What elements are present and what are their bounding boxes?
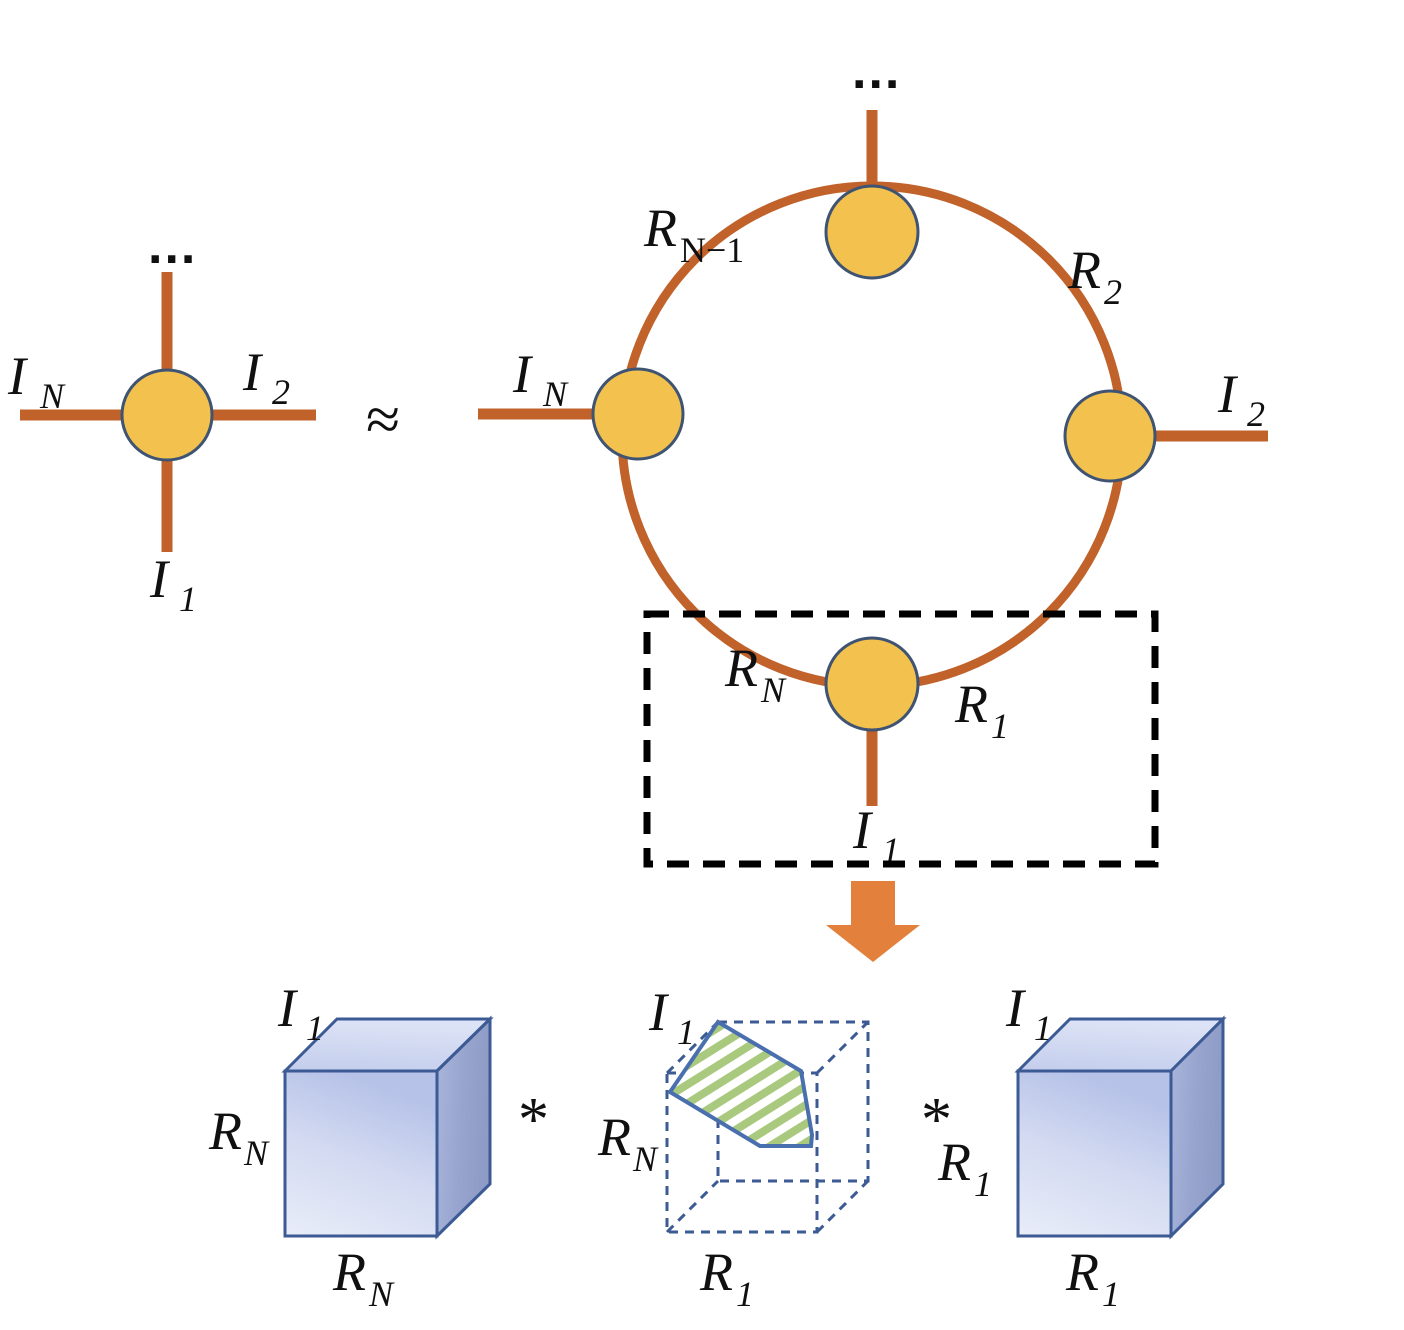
left-tensor-label-I1-base: I xyxy=(149,549,171,609)
cube-left-label-left-sub: N xyxy=(243,1133,270,1173)
ring-node-left xyxy=(591,367,685,461)
cube-left-label-top: I 1 xyxy=(277,978,324,1048)
cube-right-label-left-sub: 1 xyxy=(974,1164,992,1204)
cube-right-label-bottom-sub: 1 xyxy=(1102,1274,1120,1314)
slab-middle-label-bottom-sub: 1 xyxy=(736,1274,754,1314)
product-item-slab-middle: I 1 R N R 1 xyxy=(597,982,870,1314)
cube-right-label-bottom-base: R xyxy=(1065,1242,1099,1302)
ring-edge-label-RN: R N xyxy=(724,638,787,710)
left-tensor-label-I2: I 2 xyxy=(242,342,290,412)
cube-right-label-left-base: R xyxy=(937,1132,971,1192)
slab-middle-edge-tr xyxy=(815,1020,870,1075)
cube-right-front-face xyxy=(1016,1069,1173,1238)
left-tensor-label-I2-sub: 2 xyxy=(272,372,290,412)
ring-label-I1-base: I xyxy=(852,800,874,860)
ring-edge-label-R2: R 2 xyxy=(1067,240,1122,312)
product-item-cube-right: I 1 R 1 R 1 xyxy=(937,978,1227,1314)
ring-edge-label-R1-base: R xyxy=(954,674,988,734)
cube-left-label-bottom-base: R xyxy=(332,1242,366,1302)
slab-middle-label-top: I 1 xyxy=(648,982,695,1052)
ring-node-bottom xyxy=(824,636,920,732)
ring-edge-label-R1-sub: 1 xyxy=(991,706,1009,746)
cube-right-label-left: R 1 xyxy=(937,1132,992,1204)
left-tensor-label-IN-sub: N xyxy=(39,376,66,416)
ring-ellipsis: ... xyxy=(852,42,901,100)
slab-middle-edge-br xyxy=(815,1179,870,1234)
slab-middle-label-left-base: R xyxy=(597,1107,631,1167)
ring-edge-label-RN-sub: N xyxy=(760,670,787,710)
slab-middle-striped-slice xyxy=(667,1019,815,1148)
highlight-dashed-box xyxy=(643,610,1159,868)
ring-label-I1: I 1 xyxy=(852,800,900,870)
ring-label-IN-base: I xyxy=(512,344,534,404)
ring-node-top xyxy=(824,184,920,280)
slab-middle-label-left: R N xyxy=(597,1107,659,1179)
left-tensor-label-I1: I 1 xyxy=(149,549,197,619)
slab-middle-label-top-base: I xyxy=(648,982,670,1042)
ring-edge-label-RN-1: R N−1 xyxy=(643,198,744,270)
ring-edge-label-R2-sub: 2 xyxy=(1104,272,1122,312)
cube-right-label-top: I 1 xyxy=(1005,978,1052,1048)
ring-label-IN-sub: N xyxy=(542,374,569,414)
left-tensor-label-I1-sub: 1 xyxy=(179,579,197,619)
ring-edge-label-RN-base: R xyxy=(724,638,758,698)
cube-left-front-face xyxy=(283,1069,439,1238)
cube-left-label-left: R N xyxy=(208,1101,270,1173)
cube-left-label-bottom: R N xyxy=(332,1242,395,1314)
ring-edge-label-RN-1-base: R xyxy=(643,198,677,258)
ring-node-right xyxy=(1063,389,1157,483)
slab-middle-label-top-sub: 1 xyxy=(677,1012,695,1052)
slab-middle-edge-tl xyxy=(665,1020,720,1075)
left-tensor-ellipsis: ... xyxy=(148,217,197,275)
product-operator-1: * xyxy=(518,1086,549,1154)
cube-left-label-top-base: I xyxy=(277,978,299,1038)
cube-left-label-bottom-sub: N xyxy=(368,1274,395,1314)
ring-label-I2: I 2 xyxy=(1217,364,1265,434)
cube-left-label-top-sub: 1 xyxy=(306,1008,324,1048)
tensor-ring-group: ... I N I 2 I 1 R N−1 R xyxy=(478,42,1268,870)
expand-down-arrow xyxy=(826,881,920,962)
ring-edge-label-R2-base: R xyxy=(1067,240,1101,300)
ring-label-I2-sub: 2 xyxy=(1247,394,1265,434)
ring-label-I2-base: I xyxy=(1217,364,1239,424)
product-operator-2: * xyxy=(921,1086,952,1154)
left-tensor-group: ... I N I 2 I 1 xyxy=(7,217,316,619)
cube-left-label-left-base: R xyxy=(208,1101,242,1161)
slab-middle-edge-bl xyxy=(665,1179,720,1234)
slab-middle-label-bottom: R 1 xyxy=(699,1242,754,1314)
cube-right-label-top-sub: 1 xyxy=(1034,1008,1052,1048)
ring-label-I1-sub: 1 xyxy=(882,830,900,870)
expand-down-arrow-shape xyxy=(826,881,920,962)
slab-middle-label-left-sub: N xyxy=(632,1139,659,1179)
approx-equal-symbol: ≈ xyxy=(366,386,400,454)
cube-right-label-top-base: I xyxy=(1005,978,1027,1038)
cube-right-label-bottom: R 1 xyxy=(1065,1242,1120,1314)
slab-middle-label-bottom-base: R xyxy=(699,1242,733,1302)
ring-label-IN: I N xyxy=(512,344,569,414)
left-tensor-node xyxy=(120,368,214,462)
left-tensor-label-IN-base: I xyxy=(7,346,29,406)
ring-edge-label-R1: R 1 xyxy=(954,674,1009,746)
left-tensor-label-IN: I N xyxy=(7,346,66,416)
product-item-cube-left: I 1 R N R N xyxy=(208,978,494,1314)
left-tensor-label-I2-base: I xyxy=(242,342,264,402)
ring-edge-label-RN-1-sub: N−1 xyxy=(680,230,744,270)
